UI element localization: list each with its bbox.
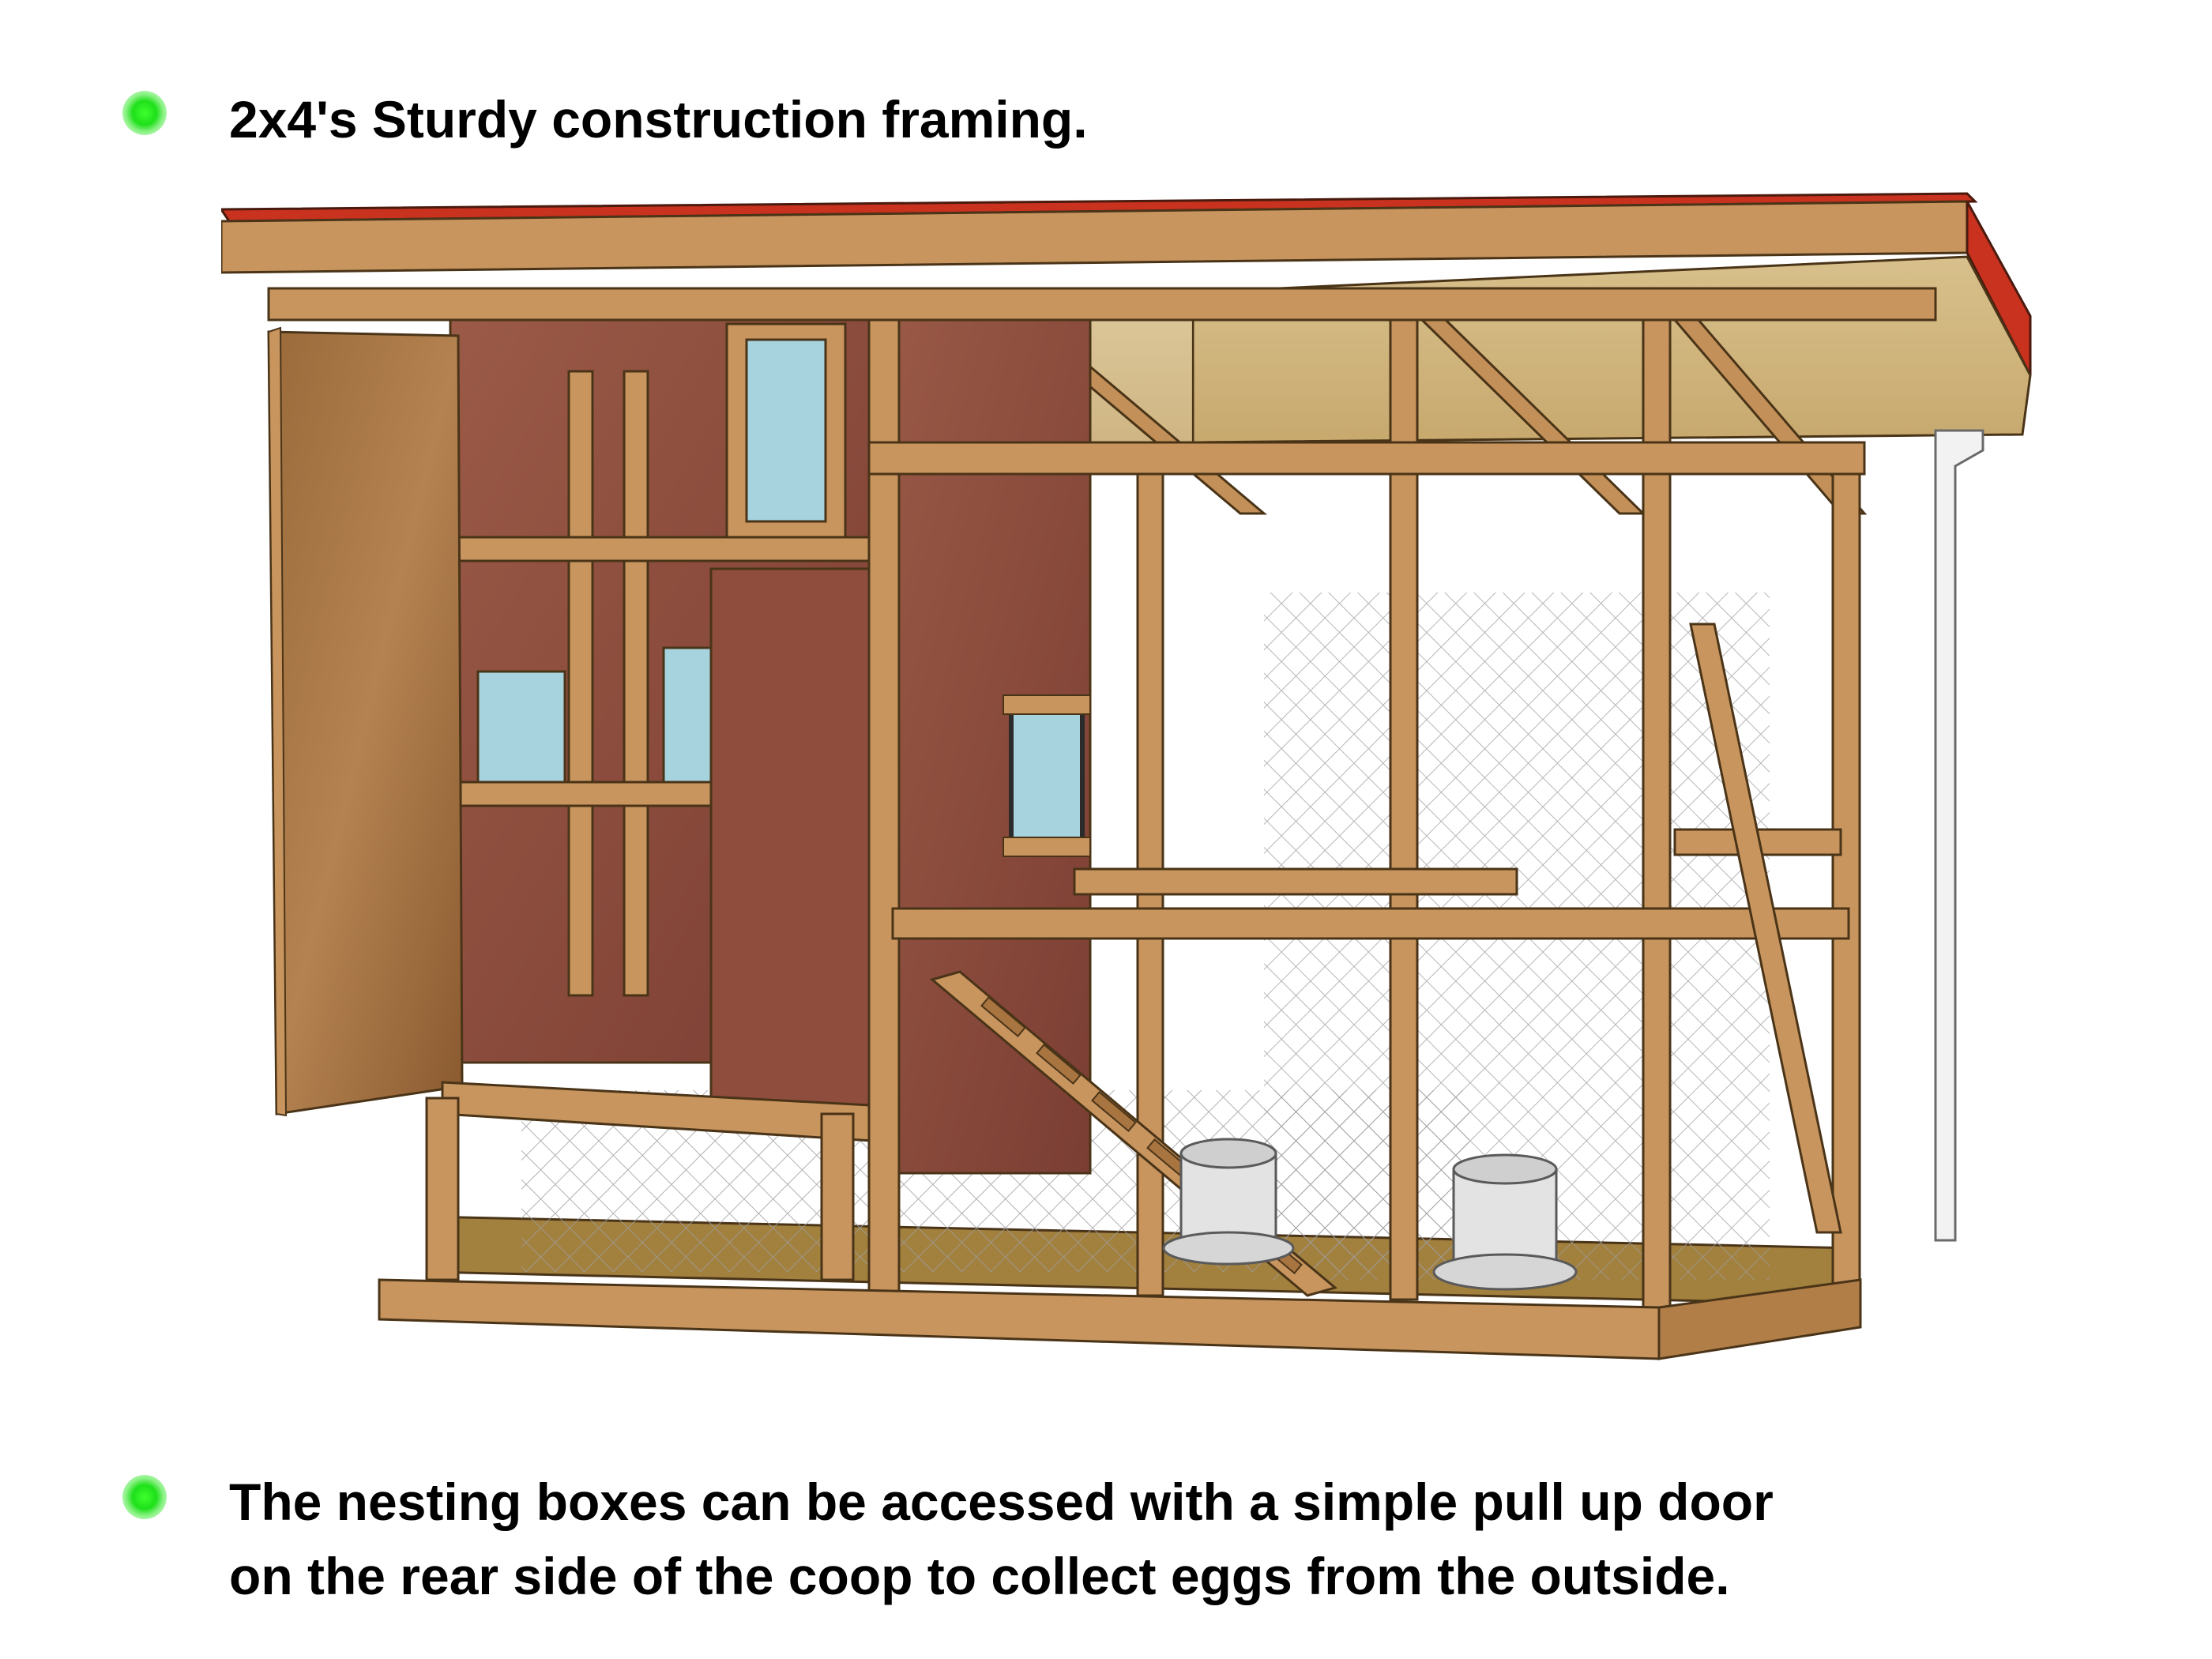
top-beam <box>267 287 1937 322</box>
caption-nesting-boxes: The nesting boxes can be accessed with a… <box>229 1465 1774 1613</box>
pop-door <box>1009 701 1085 848</box>
downspout <box>1934 429 1984 1242</box>
side-brace <box>1689 623 1842 1234</box>
chicken-coop-illustration <box>221 192 2032 1360</box>
nesting-box-door <box>709 567 878 1108</box>
feeder-1 <box>1162 1138 1295 1266</box>
feeder-2 <box>1432 1153 1578 1291</box>
frame-posts <box>425 318 1861 1317</box>
green-glow-dot-icon <box>122 91 167 135</box>
roof-edge <box>221 192 1978 223</box>
open-access-door <box>267 330 464 1115</box>
roof-underside <box>1191 255 2032 444</box>
caption-line-2: on the rear side of the coop to collect … <box>229 1546 1730 1605</box>
caption-framing: 2x4's Sturdy construction framing. <box>229 90 1088 149</box>
green-glow-dot-icon <box>122 1475 167 1519</box>
caption-line-1: The nesting boxes can be accessed with a… <box>229 1473 1774 1531</box>
